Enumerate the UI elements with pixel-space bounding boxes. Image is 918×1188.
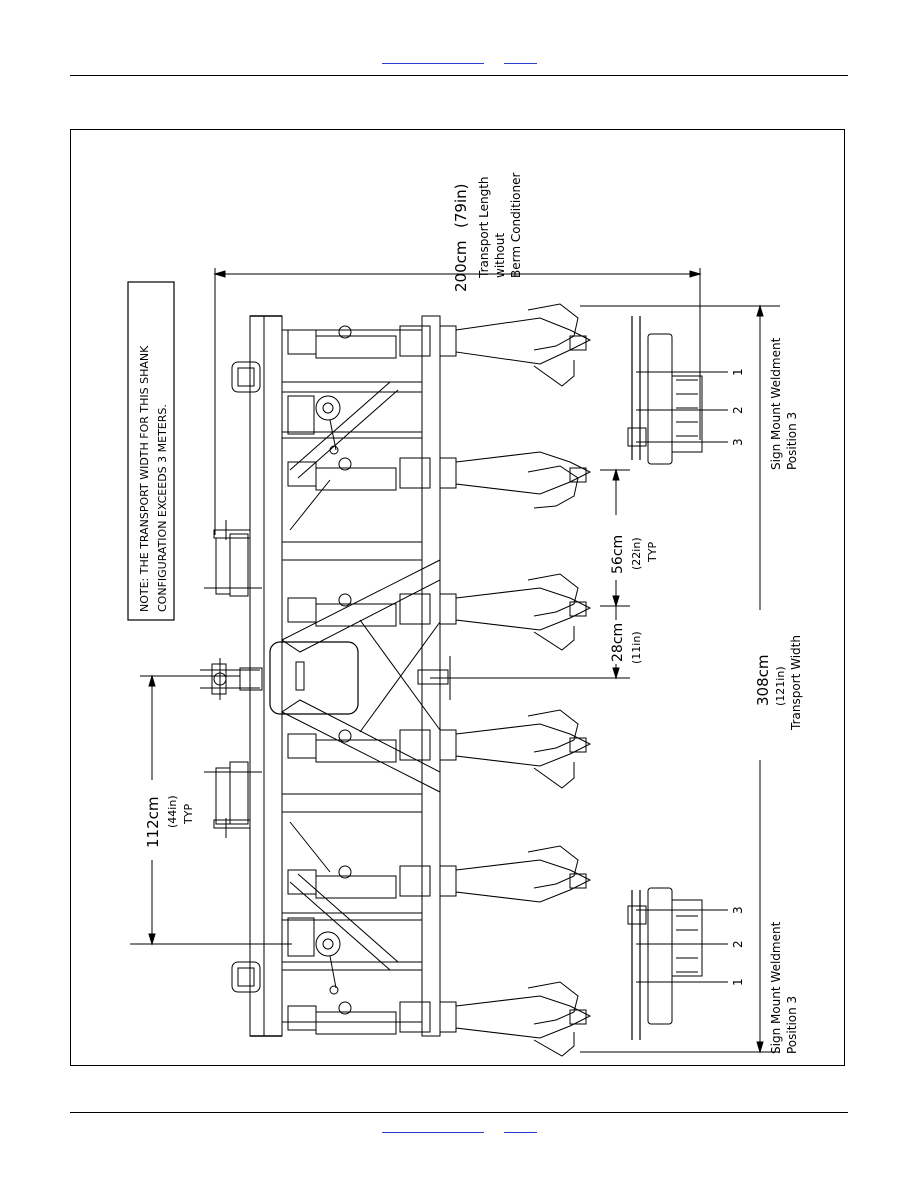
hitch-spacing-metric: 112cm — [144, 797, 162, 849]
footer-nav-link-2[interactable] — [504, 1132, 537, 1133]
center-toolbox — [269, 641, 359, 715]
header-nav-link-1[interactable] — [382, 63, 484, 64]
shank-assembly-2 — [287, 451, 592, 509]
transport-width-label: Transport Width — [789, 635, 803, 731]
transport-length-berm: Berm Conditioner — [509, 173, 523, 278]
transport-width-imperial: (121in) — [774, 666, 787, 706]
sign-mount-weldment-bottom — [627, 887, 728, 1040]
callout-bottom-2: 2 — [731, 940, 745, 948]
sign-mount-top-line1: Sign Mount Weldment — [769, 337, 783, 470]
callout-top-3: 3 — [731, 438, 745, 446]
transport-length-without: without — [493, 233, 507, 278]
hitch-spacing-typ: TYP — [182, 804, 195, 825]
footer-rule — [70, 1112, 848, 1113]
center-offset-metric: 28cm — [610, 623, 626, 662]
note-line-1: NOTE: THE TRANSPORT WIDTH FOR THIS SHANK — [138, 345, 151, 612]
hitch-mount-lower — [204, 761, 262, 838]
callout-bottom-1: 1 — [731, 978, 745, 986]
sign-mount-top-line2: Position 3 — [785, 412, 799, 470]
callout-bottom-3: 3 — [731, 906, 745, 914]
header-rule — [70, 75, 848, 76]
shank-assembly-1 — [287, 303, 592, 387]
hitch-mount-upper — [204, 520, 262, 597]
shank-spacing-metric: 56cm — [610, 535, 626, 574]
sign-mount-bottom-line1: Sign Mount Weldment — [769, 921, 783, 1054]
hitch-spacing-imperial: (44in) — [166, 795, 179, 828]
center-offset-imperial: (11in) — [630, 631, 643, 664]
callout-top-1: 1 — [731, 368, 745, 376]
drawing-frame — [70, 129, 845, 1066]
transport-width-metric: 308cm — [754, 655, 772, 707]
transport-length-imperial: (79in) — [452, 184, 470, 228]
shank-assembly-4 — [287, 709, 592, 789]
shank-assembly-3 — [287, 573, 592, 651]
shank-assembly-5 — [287, 845, 592, 903]
hitch-mount-center — [200, 658, 260, 700]
sign-mount-bottom-line2: Position 3 — [785, 996, 799, 1054]
sign-mount-weldment-top — [627, 316, 728, 465]
shank-assembly-6 — [287, 981, 592, 1057]
shank-spacing-typ: TYP — [646, 542, 659, 563]
header-nav-link-2[interactable] — [504, 63, 537, 64]
transport-length-metric: 200cm — [452, 241, 470, 293]
footer-nav-link-1[interactable] — [382, 1132, 484, 1133]
shank-spacing-imperial: (22in) — [630, 537, 643, 570]
note-line-2: CONFIGURATION EXCEEDS 3 METERS. — [156, 404, 169, 612]
transport-length-label: Transport Length — [477, 176, 491, 279]
callout-top-2: 2 — [731, 406, 745, 414]
note-box — [127, 281, 175, 621]
